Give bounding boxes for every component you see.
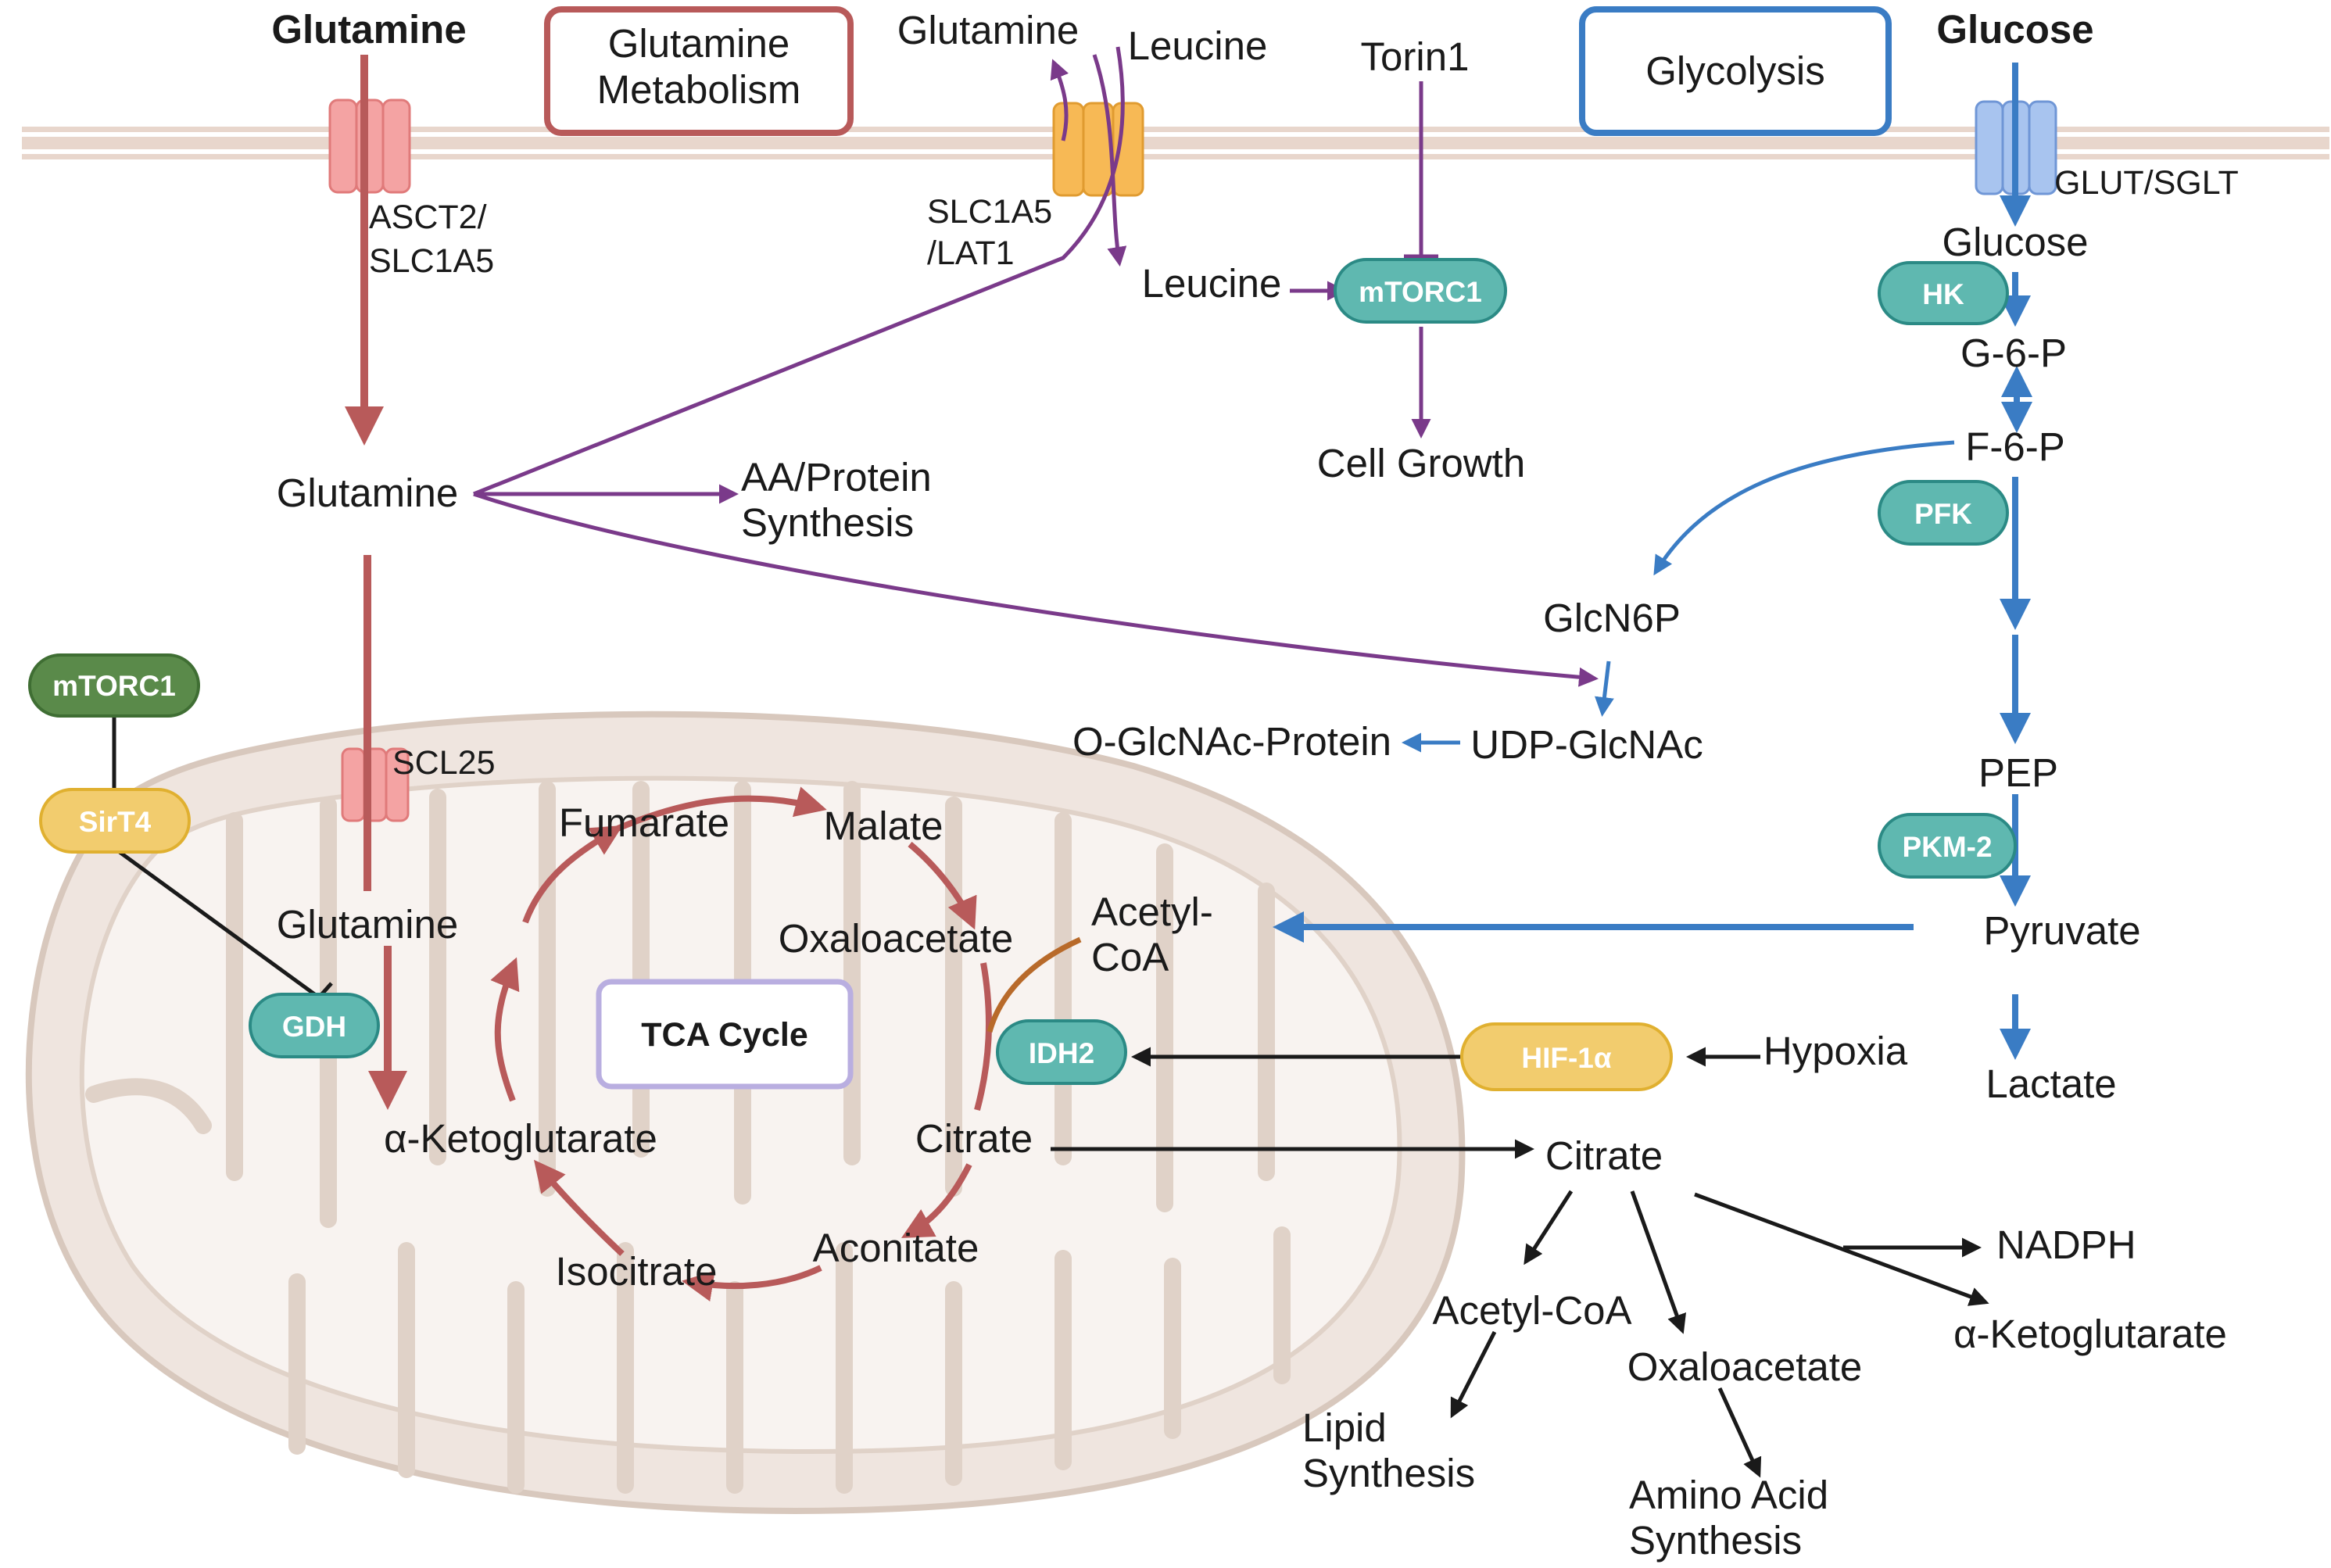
leucine-arrows <box>473 46 1599 687</box>
mitochondrion <box>25 711 1466 1514</box>
glycolysis-box: Glycolysis <box>1579 6 1892 136</box>
citrate-cytosol-label: Citrate <box>1545 1133 1663 1178</box>
glucose-extracellular-label: Glucose <box>1936 7 2093 52</box>
idh2-label: IDH2 <box>1029 1037 1094 1069</box>
nadph-label: NADPH <box>1996 1223 2136 1267</box>
mtorc1-node: mTORC1 <box>1334 258 1507 324</box>
acetyl-coa-entry-arrow <box>986 936 1082 1033</box>
udp-glcnac-label: UDP-GlcNAc <box>1470 722 1703 767</box>
o-glcnac-protein-label: O-GlcNAc-Protein <box>1072 719 1391 764</box>
glutamine-cytosol-label: Glutamine <box>277 471 458 515</box>
pkm2-node: PKM-2 <box>1878 813 2017 879</box>
hk-label: HK <box>1922 278 1964 310</box>
glucose-cytosol-label: Glucose <box>1942 220 2088 264</box>
scl25-label: SCL25 <box>392 744 495 782</box>
amino-acid-synthesis-label-1: Amino Acid <box>1629 1473 1828 1517</box>
torin1-label: Torin1 <box>1361 34 1470 79</box>
glutamine-efflux-label: Glutamine <box>897 8 1079 52</box>
isocitrate-label: Isocitrate <box>556 1249 718 1294</box>
f6p-label: F-6-P <box>1965 424 2065 469</box>
citrate-mito-label: Citrate <box>915 1116 1033 1161</box>
hypoxia-label: Hypoxia <box>1763 1029 1908 1073</box>
pep-label: PEP <box>1978 750 2058 795</box>
pfk-node: PFK <box>1878 480 2009 546</box>
idh2-node: IDH2 <box>996 1019 1127 1085</box>
tca-cycle-arrows <box>490 786 992 1301</box>
citrate-fate-arrows <box>1051 1139 1989 1478</box>
glycolysis-title: Glycolysis <box>1645 48 1825 93</box>
gdh-label: GDH <box>282 1011 346 1043</box>
mtorc1-node-label: mTORC1 <box>1359 276 1482 308</box>
lat1-label-1: SLC1A5 <box>927 193 1052 231</box>
sirt4-label: SirT4 <box>79 806 152 838</box>
glutamine-mito-label: Glutamine <box>277 902 458 947</box>
hif1a-label: HIF-1α <box>1521 1042 1612 1074</box>
fumarate-label: Fumarate <box>559 800 729 845</box>
sirt4-node: SirT4 <box>39 788 191 854</box>
glycolysis-arrows <box>1273 63 2032 1060</box>
g6p-label: G-6-P <box>1960 331 2067 375</box>
oxaloacetate-mito-label: Oxaloacetate <box>779 916 1014 961</box>
aconitate-label: Aconitate <box>813 1226 979 1270</box>
pfk-label: PFK <box>1914 498 1972 530</box>
oxaloacetate-cytosol-label: Oxaloacetate <box>1627 1344 1863 1389</box>
aa-protein-label-1: AA/Protein <box>741 455 932 499</box>
glut-label: GLUT/SGLT <box>2054 164 2239 202</box>
glutamine-arrows <box>345 55 407 1110</box>
pkm2-label: PKM-2 <box>1902 831 1992 863</box>
akg-mito-label: α-Ketoglutarate <box>384 1116 657 1161</box>
acetyl-coa-cytosol-label: Acetyl-CoA <box>1432 1288 1631 1333</box>
malate-label: Malate <box>823 804 943 848</box>
akg-cytosol-label: α-Ketoglutarate <box>1953 1312 2227 1356</box>
lat1-label-2: /LAT1 <box>927 234 1015 272</box>
lactate-label: Lactate <box>1985 1061 2116 1106</box>
tca-cycle-title: TCA Cycle <box>641 1016 807 1054</box>
pyruvate-label: Pyruvate <box>1983 908 2140 953</box>
aa-protein-label-2: Synthesis <box>741 500 914 545</box>
glutamine-metabolism-title-1: Glutamine <box>608 21 790 66</box>
glcn6p-label: GlcN6P <box>1543 596 1681 640</box>
amino-acid-synthesis-label-2: Synthesis <box>1629 1518 1802 1563</box>
asct2-label-1: ASCT2/ <box>369 199 487 236</box>
glutamine-metabolism-title-2: Metabolism <box>597 67 801 112</box>
glutamine-extracellular-label: Glutamine <box>271 7 466 52</box>
gdh-node: GDH <box>249 993 380 1058</box>
glutamine-metabolism-box: Glutamine Metabolism <box>544 6 854 136</box>
mtorc1-inhibitor-label: mTORC1 <box>52 670 176 702</box>
scl25-transporter-icon <box>341 747 410 822</box>
acetyl-coa-mito-label-1: Acetyl- <box>1091 890 1213 934</box>
hif1a-node: HIF-1α <box>1460 1022 1673 1091</box>
mtorc1-inhibitor-node: mTORC1 <box>28 653 200 718</box>
tca-cycle-box: TCA Cycle <box>596 979 854 1090</box>
leucine-extracellular-label: Leucine <box>1128 23 1268 68</box>
asct2-label-2: SLC1A5 <box>369 242 494 280</box>
acetyl-coa-mito-label-2: CoA <box>1091 935 1169 979</box>
leucine-cytosol-label: Leucine <box>1142 261 1282 306</box>
hk-node: HK <box>1878 261 2009 325</box>
asct2-transporter-icon <box>328 98 411 194</box>
lipid-synthesis-label-1: Lipid <box>1302 1405 1387 1450</box>
lipid-synthesis-label-2: Synthesis <box>1302 1451 1475 1495</box>
cell-growth-label: Cell Growth <box>1317 441 1525 485</box>
